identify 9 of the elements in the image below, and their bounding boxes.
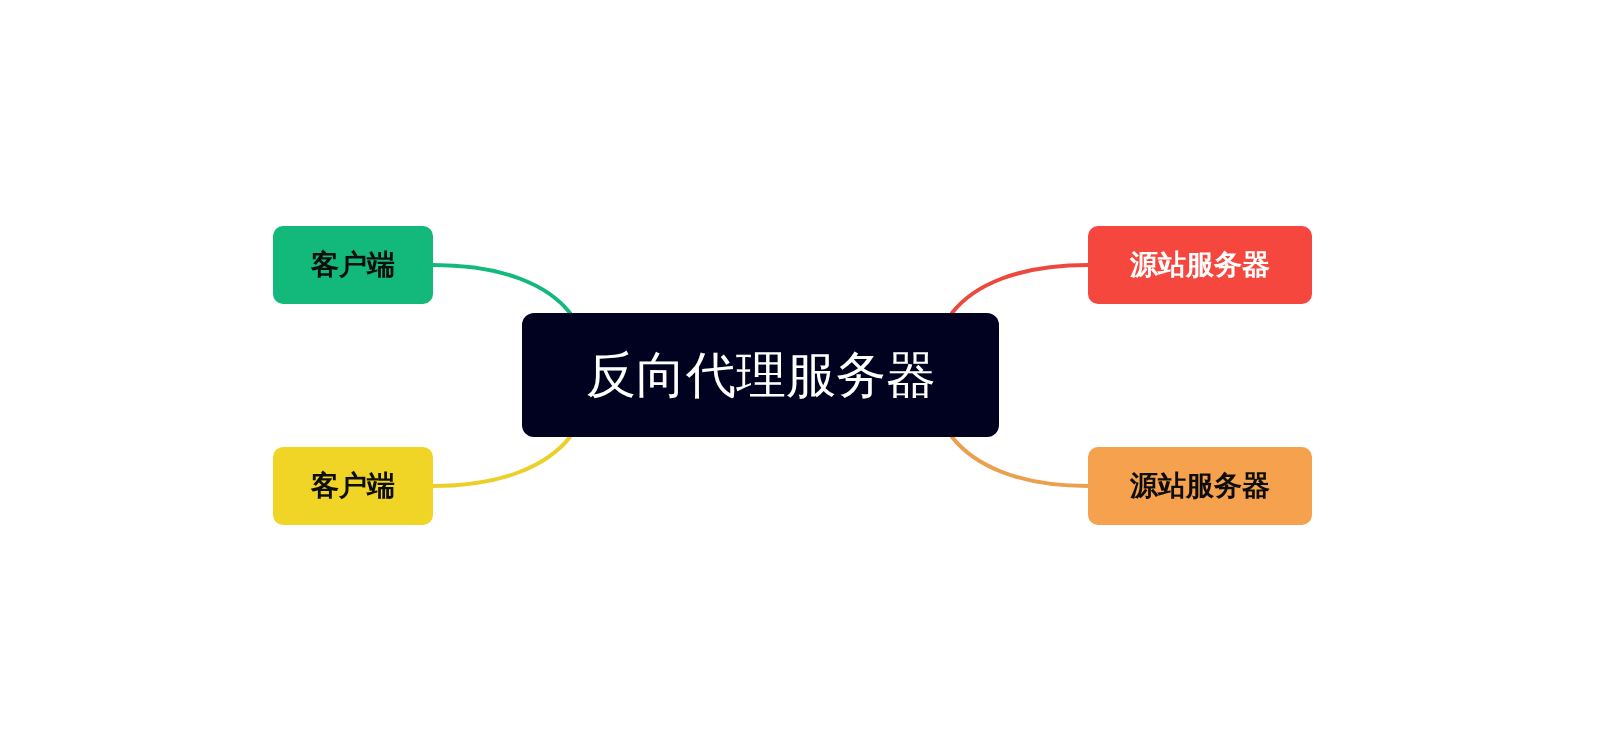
branch-line xyxy=(950,263,1090,315)
branch-box: 客户端 xyxy=(273,447,433,525)
branch-box: 源站服务器 xyxy=(1088,226,1312,304)
branch-line xyxy=(950,435,1090,488)
branch-box: 源站服务器 xyxy=(1088,447,1312,525)
branch-box: 客户端 xyxy=(273,226,433,304)
central-topic-box: 反向代理服务器 xyxy=(522,313,999,437)
branch-line xyxy=(431,435,572,488)
branch-line xyxy=(431,263,572,315)
